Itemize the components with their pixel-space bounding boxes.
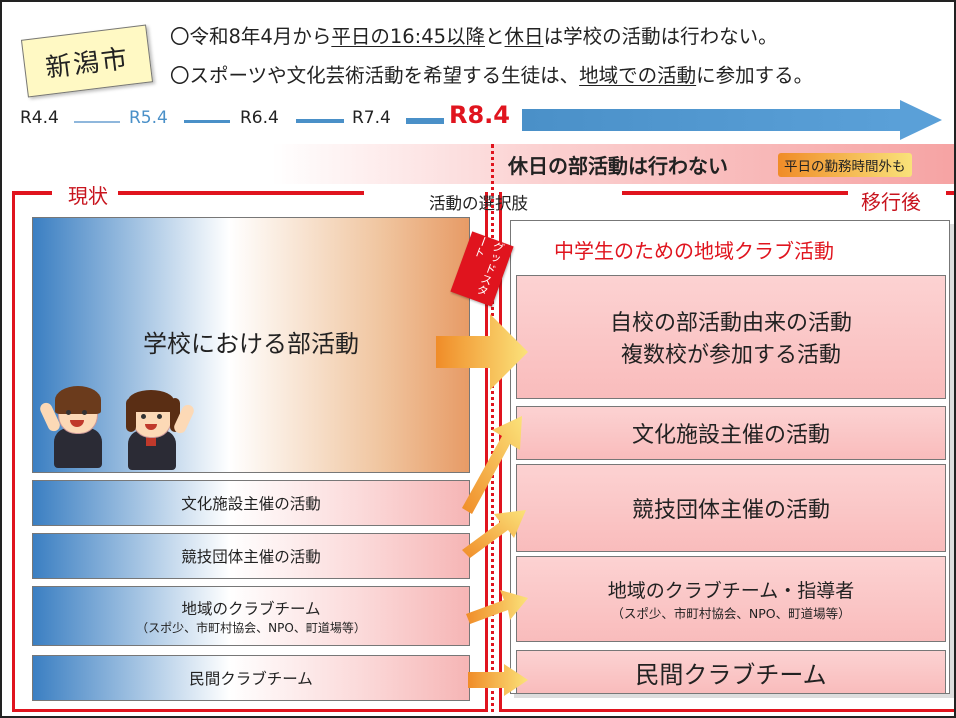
right-private-club-label: 民間クラブチーム <box>635 660 827 689</box>
right-school-origin-block: 自校の部活動由来の活動 複数校が参加する活動 <box>516 275 946 399</box>
future-line-right <box>946 191 954 195</box>
future-line-left <box>622 191 848 195</box>
timeline-r7: R7.4 <box>352 108 391 128</box>
sports-transition-arrow-icon <box>462 510 526 558</box>
policy-line-2: 〇スポーツや文化芸術活動を希望する生徒は、地域での活動に参加する。 <box>170 59 813 88</box>
main-transition-arrow-icon <box>436 314 528 390</box>
right-local-club-sub: （スポ少、市町村協会、NPO、町道場等） <box>611 606 851 621</box>
right-sports-label: 競技団体主催の活動 <box>631 498 830 523</box>
private-club-transition-arrow-icon <box>468 664 528 696</box>
boy-student-icon <box>38 384 114 470</box>
timeline-r5: R5.4 <box>129 108 168 128</box>
policy1-post: は学校の活動は行わない。 <box>543 25 778 48</box>
current-label: 現状 <box>62 180 114 209</box>
city-tag: 新潟市 <box>20 24 154 98</box>
local-club-transition-arrow-icon <box>466 590 528 624</box>
choices-label: 活動の選択肢 <box>429 194 528 213</box>
left-local-club-block: 地域のクラブチーム （スポ少、市町村協会、NPO、町道場等） <box>32 586 470 646</box>
school-club-label: 学校における部活動 <box>143 329 359 358</box>
current-line-right <box>118 191 364 195</box>
culture-transition-arrow-icon <box>462 416 522 514</box>
policy2-pre: 〇スポーツや文化芸術活動を希望する生徒は、 <box>170 64 580 87</box>
policy2-post: に参加する。 <box>696 64 814 87</box>
right-school-origin-line1: 自校の部活動由来の活動 <box>609 311 852 336</box>
right-culture-label: 文化施設主催の活動 <box>631 423 830 448</box>
left-culture-block: 文化施設主催の活動 <box>32 480 470 526</box>
current-line-left <box>12 191 52 195</box>
right-local-club-block: 地域のクラブチーム・指導者 （スポ少、市町村協会、NPO、町道場等） <box>516 556 946 642</box>
current-frame <box>12 192 488 712</box>
timeline-seg-3 <box>296 119 344 123</box>
right-school-origin-line2: 複数校が参加する活動 <box>620 343 841 368</box>
left-sports-block: 競技団体主催の活動 <box>32 533 470 579</box>
community-club-title: 中学生のための地域クラブ活動 <box>554 239 834 263</box>
left-private-club-block: 民間クラブチーム <box>32 655 470 701</box>
left-local-club-sub: （スポ少、市町村協会、NPO、町道場等） <box>136 620 366 635</box>
right-private-club-block: 民間クラブチーム <box>516 650 946 694</box>
policy1-underline-1: 平日の16:45以降 <box>331 25 486 48</box>
timeline-r4: R4.4 <box>20 108 59 128</box>
future-label: 移行後 <box>857 186 925 215</box>
girl-student-icon <box>116 390 196 470</box>
timeline-arrow-shaft <box>522 109 902 131</box>
policy1-underline-2: 休日 <box>504 25 544 48</box>
holiday-notice: 休日の部活動は行わない <box>508 154 728 178</box>
policy-line-1: 〇令和8年4月から平日の16:45以降と休日は学校の活動は行わない。 <box>170 20 778 49</box>
right-sports-block: 競技団体主催の活動 <box>516 464 946 552</box>
timeline-arrow-head-icon <box>900 100 942 140</box>
left-private-club-label: 民間クラブチーム <box>189 670 313 688</box>
timeline-r6: R6.4 <box>240 108 279 128</box>
timeline-seg-1 <box>74 121 120 123</box>
right-culture-block: 文化施設主催の活動 <box>516 406 946 460</box>
right-local-club-label: 地域のクラブチーム・指導者 <box>607 580 855 602</box>
left-culture-label: 文化施設主催の活動 <box>181 495 321 513</box>
policy1-mid: と <box>485 25 505 48</box>
policy2-underline: 地域での活動 <box>579 64 697 87</box>
timeline-seg-4 <box>406 118 444 124</box>
left-sports-label: 競技団体主催の活動 <box>181 548 321 566</box>
timeline-seg-2 <box>184 120 230 123</box>
school-club-block: 学校における部活動 <box>32 217 470 473</box>
timeline-r8: R8.4 <box>449 101 510 129</box>
weekday-note-tag: 平日の勤務時間外も <box>778 153 912 177</box>
left-local-club-label: 地域のクラブチーム <box>181 599 321 618</box>
policy1-pre: 〇令和8年4月から <box>170 25 332 48</box>
